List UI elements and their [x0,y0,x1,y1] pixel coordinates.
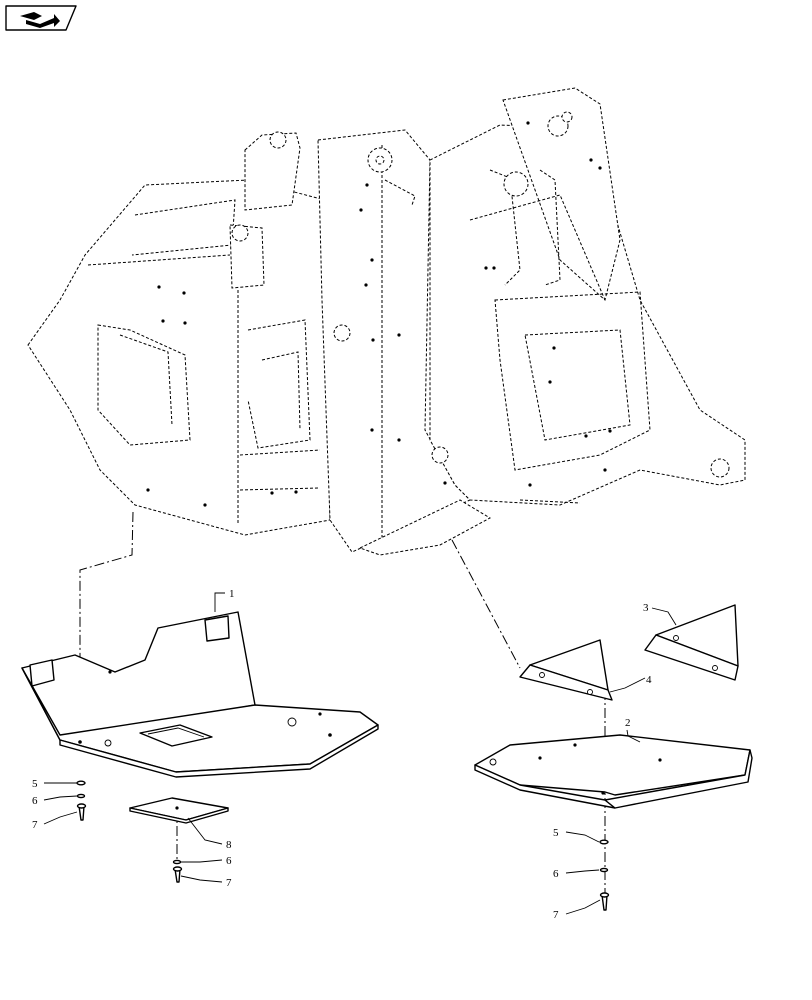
cover-bolt[interactable] [172,866,183,883]
book-arrow-icon [20,12,60,28]
small-angle-bracket[interactable] [644,604,739,681]
callout-6-right: 6 [553,868,559,880]
callout-leaders [43,592,677,915]
centerline-right-bracket [451,539,521,669]
right-belly-plate[interactable] [474,734,753,809]
lockwasher-left[interactable] [76,793,86,799]
washer-right[interactable] [599,839,609,845]
callout-2: 2 [625,717,631,729]
lockwasher-right[interactable] [599,867,609,873]
left-belly-plate[interactable] [21,611,379,778]
callout-8: 8 [226,839,232,851]
nav-button[interactable] [5,5,77,31]
washer-left[interactable] [76,780,86,786]
bolt-left[interactable] [76,803,87,821]
callout-5-right: 5 [553,827,559,839]
cover-plate[interactable] [129,797,229,824]
callout-6-left: 6 [32,795,38,807]
callout-3: 3 [643,602,649,614]
bolt-right[interactable] [599,892,610,911]
callout-7-cover: 7 [226,877,232,889]
large-angle-bracket[interactable] [519,639,613,701]
callout-7-right: 7 [553,909,559,921]
callout-5-left: 5 [32,778,38,790]
callout-4: 4 [646,674,652,686]
loader-frame [27,87,746,556]
callout-7-left: 7 [32,819,38,831]
callout-1: 1 [229,588,235,600]
cover-lockwasher[interactable] [172,859,182,865]
callout-6-cover: 6 [226,855,232,867]
